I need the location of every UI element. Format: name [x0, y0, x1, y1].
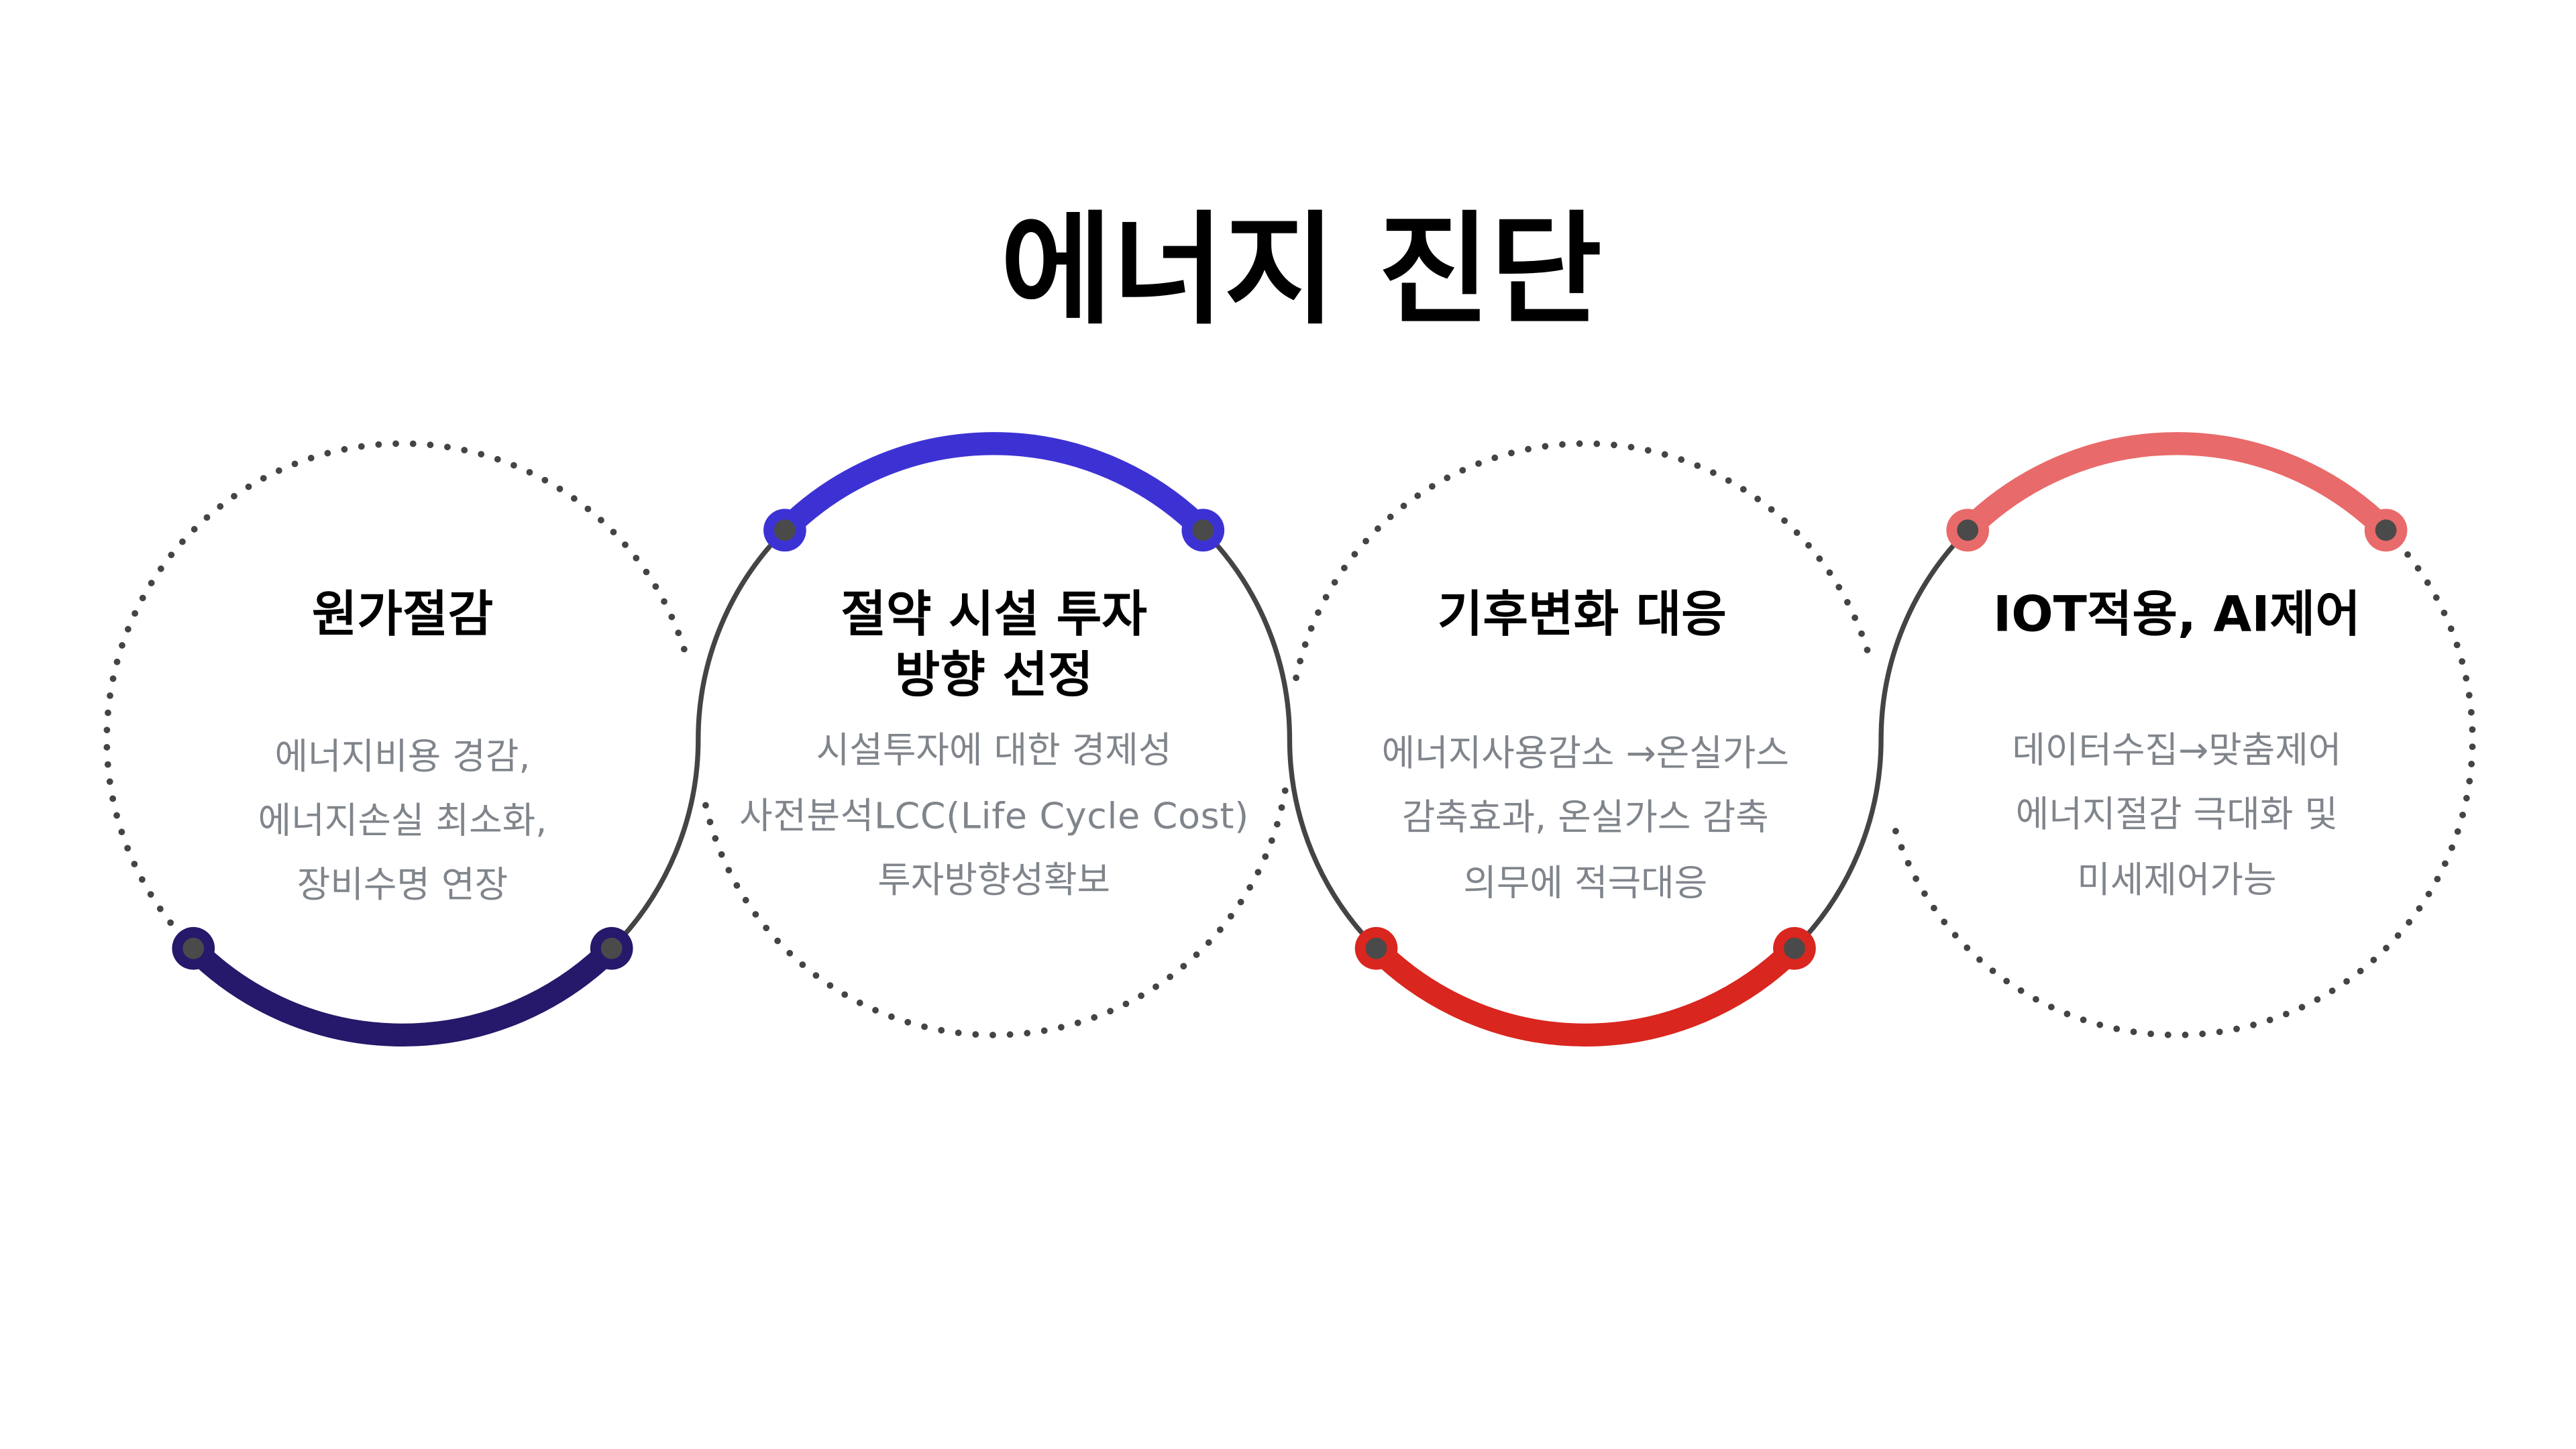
dotted-arc [1888, 538, 2476, 1038]
step-4-body-line: 에너지절감 극대화 및 [2016, 793, 2338, 835]
page-title: 에너지 진단 [1000, 199, 1602, 341]
step-1-heading: 원가절감 [312, 586, 493, 643]
node-dot-inner [1192, 519, 1214, 541]
step-2-body-line: 투자방향성확보 [877, 859, 1110, 901]
step-2-heading: 절약 시설 투자 [841, 586, 1147, 643]
step-3-body-line: 의무에 적극대응 [1463, 862, 1707, 904]
step-1-body-line: 에너지손실 최소화, [258, 800, 547, 842]
step-1-body-line: 에너지비용 경감, [274, 735, 530, 777]
step-1-body-line: 장비수명 연장 [297, 863, 508, 906]
node-dot-inner [1957, 519, 1979, 541]
accent-arc-step-3 [1364, 936, 1807, 1046]
circle-shapes [103, 432, 2476, 1046]
step-4-heading: IOT적용, AI제어 [1993, 586, 2361, 643]
node-dot-inner [600, 937, 623, 959]
solid-arc [696, 528, 787, 740]
step-3-body-line: 에너지사용감소 →온실가스 [1382, 732, 1789, 774]
step-3-heading: 기후변화 대응 [1438, 586, 1727, 643]
accent-arc-step-4 [1956, 432, 2398, 542]
node-dot-inner [2375, 519, 2397, 541]
solid-arc [1792, 739, 1884, 951]
step-2-body-line: 사전분석LCC(Life Cycle Cost) [739, 794, 1248, 837]
step-3-body-line: 감축효과, 온실가스 감축 [1402, 796, 1769, 839]
step-4-body-line: 미세제어가능 [2077, 859, 2276, 901]
accent-arc-step-2 [773, 432, 1215, 542]
solid-arc [1287, 739, 1379, 951]
solid-arc [1878, 528, 1970, 740]
node-dot-inner [182, 937, 205, 959]
node-dot-inner [1784, 937, 1805, 959]
step-2-heading-line2: 방향 선정 [895, 647, 1093, 704]
node-dot-inner [1365, 937, 1387, 959]
solid-arc [610, 739, 701, 951]
accent-arc-step-1 [182, 936, 623, 1046]
step-2-body-line: 시설투자에 대한 경제성 [816, 729, 1172, 771]
step-4-body-line: 데이터수집→맞춤제어 [2012, 729, 2341, 771]
dotted-arc [1293, 440, 1874, 682]
solid-arc [1201, 528, 1293, 740]
dotted-arc [699, 787, 1289, 1038]
node-dot-inner [774, 519, 796, 541]
dotted-arc [103, 440, 692, 952]
